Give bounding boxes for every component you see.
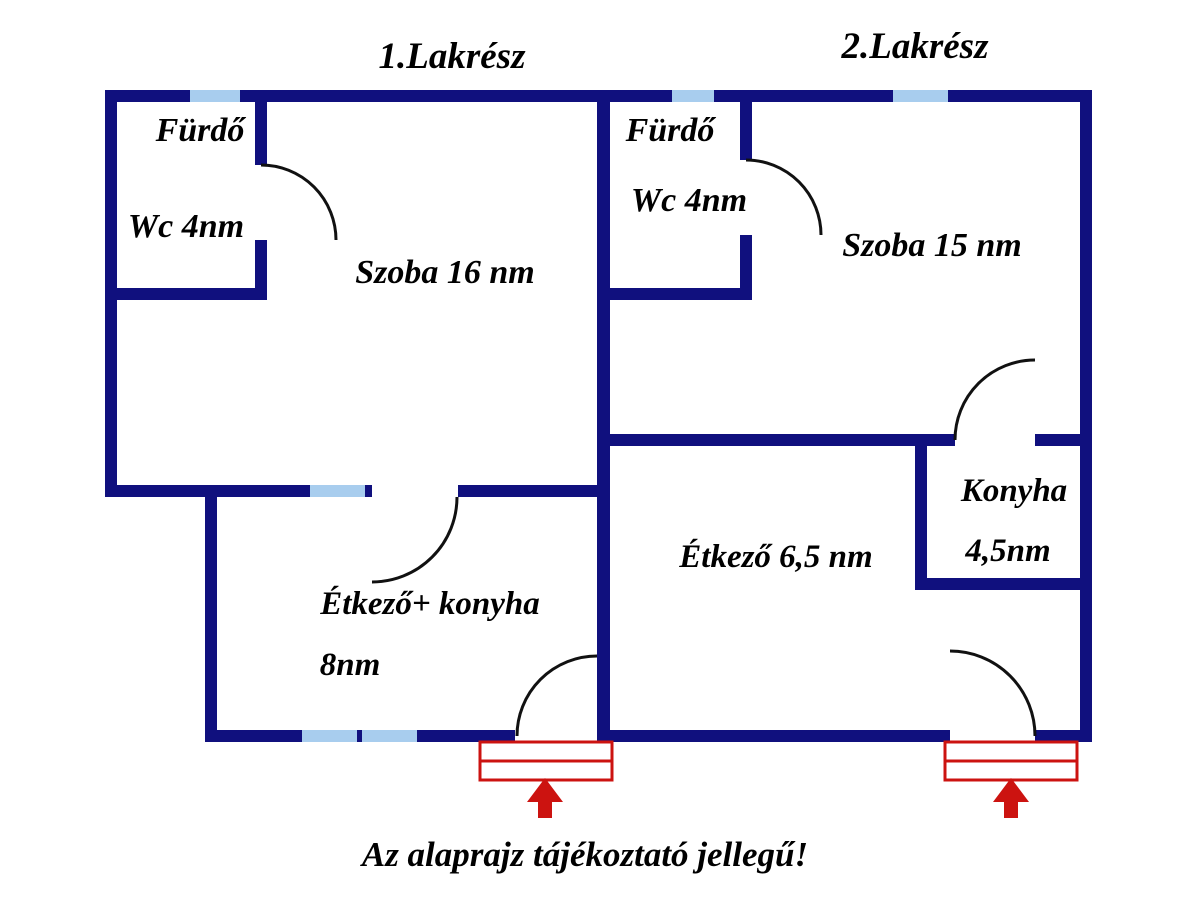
wall-bath2-vertical-b [740,235,752,300]
unit1-bathroom-label: Fürdő [155,112,247,149]
wall-bottom-left-a [205,730,302,742]
wall-bath2-bottom [597,288,752,300]
wall-bath2-vertical-a [740,90,752,160]
wall-unit2-mid-b [1035,434,1080,446]
doors [260,158,1037,737]
window-bath2-top [672,90,714,102]
door-arc-unit2-entrance [949,649,1037,737]
unit2-wc-label: Wc 4nm [631,182,747,219]
wall-kitchen-left [915,434,927,590]
window-bottom-left-b [362,730,417,742]
labels: 1.Lakrész 2.Lakrész Fürdő Wc 4nm Szoba 1… [128,26,1067,874]
wall-mid-left-b [365,485,372,497]
door-arc-bath1 [260,163,338,241]
wall-bottom-left-sliver [357,730,362,742]
wall-right [1080,90,1092,742]
unit1-dining-label: Étkező+ konyha [319,585,540,622]
door-arc-unit1-interior [371,496,459,584]
unit1-dining-area: 8nm [320,647,381,683]
entrances [478,740,1079,818]
window-bottom-left-a [302,730,357,742]
door-arc-unit1-entrance [515,654,598,737]
unit2-dining-label: Étkező 6,5 nm [678,538,872,575]
wall-bath1-vertical-b [255,240,267,300]
footer-note: Az alaprajz tájékoztató jellegű! [360,835,808,874]
door-arc-kitchen [953,358,1036,441]
unit2-kitchen-label: Konyha [960,473,1067,509]
wall-bath1-bottom [105,288,267,300]
door-arc-bath2 [745,158,823,236]
unit2-kitchen-area: 4,5nm [964,533,1050,569]
unit1-title: 1.Lakrész [379,36,527,77]
unit2-title: 2.Lakrész [841,26,990,67]
entrance-arrow-unit2 [993,778,1029,818]
wall-mid-left-c [458,485,610,497]
unit1-room-label: Szoba 16 nm [355,254,535,291]
wall-unit2-mid-a [597,434,955,446]
wall-bottom-right-b [1035,730,1092,742]
entrance-arrow-unit1 [527,778,563,818]
wall-bottom-right-a [597,730,950,742]
walls [105,90,1092,742]
wall-bath1-vertical-a [255,90,267,165]
wall-lowerleft-left [205,485,217,742]
wall-middle-divider [597,90,610,742]
unit1-wc-label: Wc 4nm [128,208,244,245]
window-bath1-top [190,90,240,102]
wall-kitchen-bottom [915,578,1080,590]
unit2-bathroom-label: Fürdő [625,112,717,149]
wall-bottom-left-b [417,730,515,742]
unit2-room-label: Szoba 15 nm [842,227,1022,264]
windows [190,90,948,742]
window-room2-top [893,90,948,102]
window-mid-left [310,485,365,497]
